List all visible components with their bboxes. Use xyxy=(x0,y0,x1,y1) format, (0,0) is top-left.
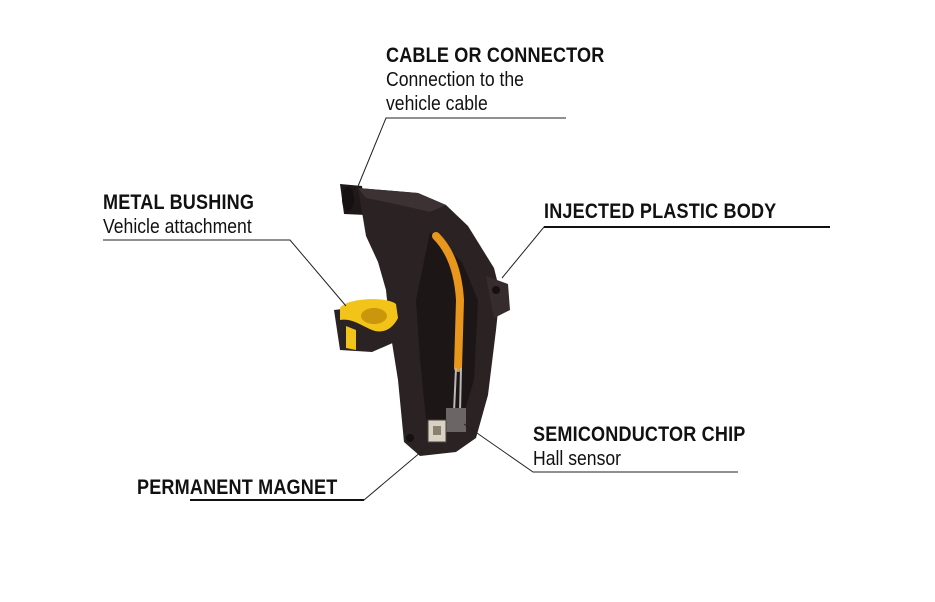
body-hole-bottom xyxy=(406,434,414,442)
body-flange xyxy=(486,276,510,318)
body-channel xyxy=(416,232,478,430)
body-top-face xyxy=(358,188,446,212)
leader-bushing xyxy=(103,239,347,307)
permanent-magnet-title: PERMANENT MAGNET xyxy=(137,476,338,499)
chip-plate xyxy=(446,408,466,432)
plastic-body-title: INJECTED PLASTIC BODY xyxy=(544,200,777,223)
sensor-illustration xyxy=(334,184,510,456)
leader-cable xyxy=(353,117,566,197)
leader-underlines-bold xyxy=(190,226,830,501)
leader-body xyxy=(501,226,830,279)
cable-connector-desc-line2: vehicle cable xyxy=(386,93,488,115)
internal-wires xyxy=(453,367,462,413)
metal-bushing-title: METAL BUSHING xyxy=(103,191,255,214)
metal-bushing-desc: Vehicle attachment xyxy=(103,216,252,238)
internal-cable xyxy=(432,232,465,372)
semiconductor-chip-desc: Hall sensor xyxy=(533,448,622,470)
cable-connector-title: CABLE OR CONNECTOR xyxy=(386,44,605,67)
cable-connector-desc-line1: Connection to the xyxy=(386,69,524,91)
bushing-side xyxy=(346,326,356,350)
bushing-bore xyxy=(361,308,387,324)
semiconductor-chip-title: SEMICONDUCTOR CHIP xyxy=(533,423,746,446)
body-hole-top xyxy=(492,286,500,294)
leader-chip xyxy=(463,423,738,473)
magnet-face xyxy=(433,426,441,435)
connector-end xyxy=(342,187,354,211)
